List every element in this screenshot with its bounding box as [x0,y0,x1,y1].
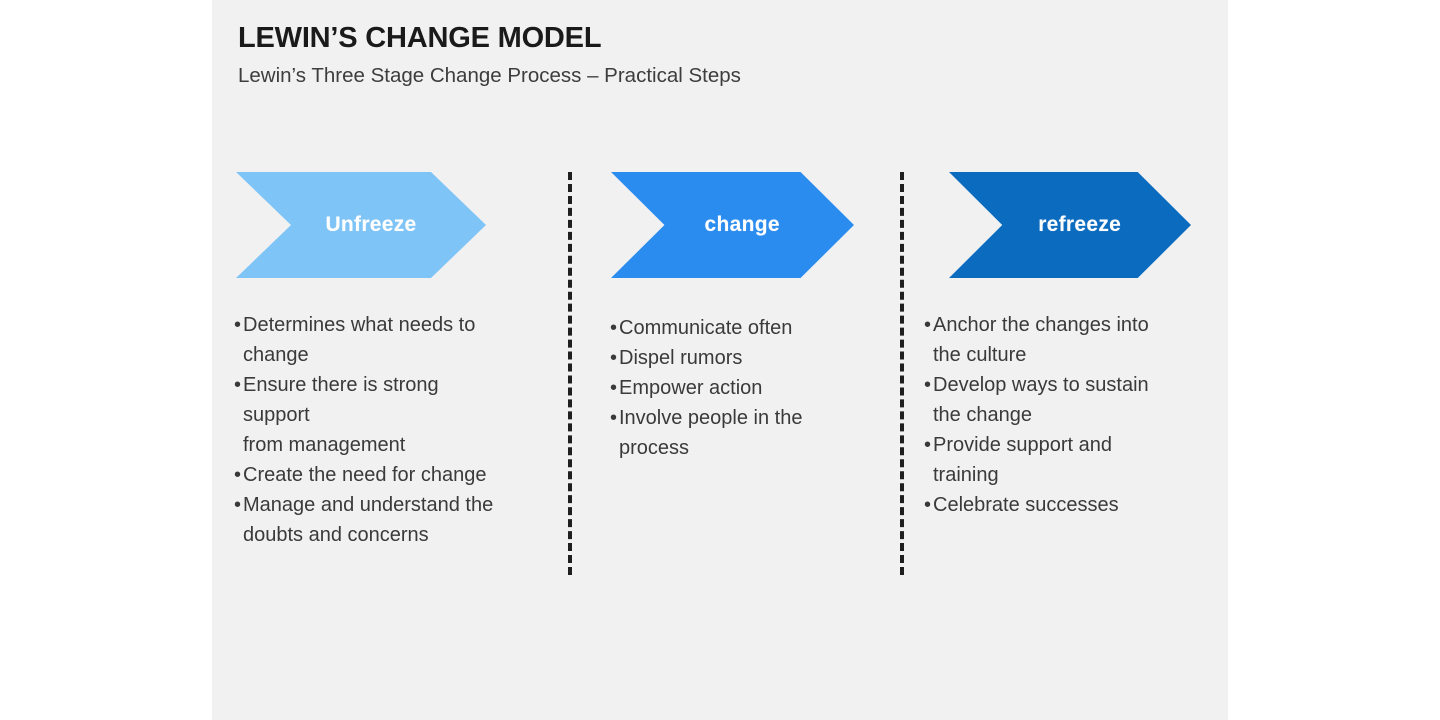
bullet-dot-icon: • [234,464,242,486]
bullet-dot-icon: • [610,347,618,369]
list-item-text: Communicate often [619,317,793,339]
page-title: LEWIN’S CHANGE MODEL [238,22,602,54]
bullet-list-change: • Communicate often • Dispel rumors • Em… [610,313,860,463]
list-item: • Provide support and training [924,430,1209,490]
stage-label-refreeze: refreeze [1038,213,1122,236]
column-divider-2 [900,172,904,575]
list-item-text: Ensure there is strong support from mana… [243,374,439,456]
bullet-list-unfreeze: • Determines what needs to change • Ensu… [234,310,554,550]
list-item-text: Create the need for change [243,464,487,486]
list-item-text: Celebrate successes [933,494,1119,516]
stage-label-unfreeze: Unfreeze [325,213,417,236]
list-item: • Develop ways to sustain the change [924,370,1209,430]
stage-chevron-change[interactable]: change [611,172,854,278]
slide-canvas: LEWIN’S CHANGE MODEL Lewin’s Three Stage… [212,0,1228,720]
list-item: • Anchor the changes into the culture [924,310,1209,370]
bullet-dot-icon: • [924,494,932,516]
bullet-dot-icon: • [610,377,618,399]
bullet-dot-icon: • [610,317,618,339]
list-item-text: Determines what needs to change [243,314,476,366]
bullet-list-refreeze: • Anchor the changes into the culture • … [924,310,1209,520]
list-item: • Determines what needs to change [234,310,554,370]
list-item: • Manage and understand the doubts and c… [234,490,554,550]
bullet-dot-icon: • [924,374,932,396]
list-item-text: Dispel rumors [619,347,743,369]
page-subtitle: Lewin’s Three Stage Change Process – Pra… [238,64,741,87]
list-item: • Celebrate successes [924,490,1209,520]
bullet-dot-icon: • [234,314,242,336]
bullet-dot-icon: • [924,314,932,336]
list-item: • Dispel rumors [610,343,860,373]
list-item-text: Empower action [619,377,763,399]
list-item-text: Develop ways to sustain the change [933,374,1149,426]
list-item: • Involve people in the process [610,403,860,463]
bullet-dot-icon: • [610,407,618,429]
stage-chevron-unfreeze[interactable]: Unfreeze [236,172,486,278]
stage-label-change: change [704,213,780,236]
list-item: • Communicate often [610,313,860,343]
list-item-text: Provide support and training [933,434,1113,486]
list-item-text: Anchor the changes into the culture [933,314,1149,366]
bullet-dot-icon: • [924,434,932,456]
list-item: • Empower action [610,373,860,403]
column-divider-1 [568,172,572,575]
bullet-dot-icon: • [234,494,242,516]
list-item: • Create the need for change [234,460,554,490]
bullet-dot-icon: • [234,374,242,396]
list-item-text: Manage and understand the doubts and con… [243,494,494,546]
list-item-text: Involve people in the process [619,407,803,459]
stage-chevron-refreeze[interactable]: refreeze [949,172,1191,278]
list-item: • Ensure there is strong support from ma… [234,370,554,460]
